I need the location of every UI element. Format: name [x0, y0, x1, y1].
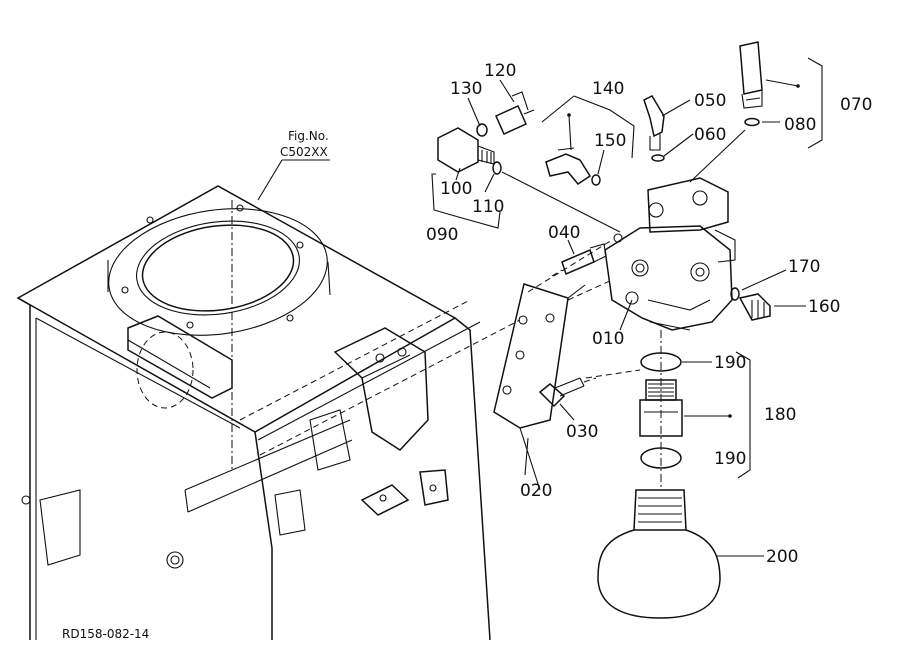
callout-190-upper: 190: [714, 353, 746, 373]
elbow-120: [495, 91, 535, 135]
fitting-160: [738, 293, 771, 321]
leader-lines: [257, 57, 823, 557]
valve-block: [604, 177, 736, 331]
callout-070: 070: [840, 95, 872, 115]
callout-190-lower: 190: [714, 449, 746, 469]
drawing-id: RD158-082-14: [62, 627, 149, 641]
callout-010: 010: [592, 329, 624, 349]
fitting-070: [739, 41, 763, 109]
callout-020: 020: [520, 481, 552, 501]
callout-030: 030: [566, 422, 598, 442]
fig-code: C502XX: [280, 145, 328, 159]
callout-050: 050: [694, 91, 726, 111]
fig-no-label: Fig.No.: [288, 129, 329, 143]
relief-valve-050: [643, 95, 665, 151]
callout-080: 080: [784, 115, 816, 135]
callout-130: 130: [450, 79, 482, 99]
o-ring-080: [744, 117, 760, 127]
bolt-030: [538, 377, 597, 408]
callout-170: 170: [788, 257, 820, 277]
callout-150: 150: [594, 131, 626, 151]
o-ring-170: [730, 287, 740, 301]
accumulator-200: [597, 489, 721, 619]
callout-060: 060: [694, 125, 726, 145]
elbow-150: [545, 147, 601, 186]
callout-180: 180: [764, 405, 796, 425]
callout-labels: Fig.No. C502XX RD158-082-14 010 020 030 …: [62, 61, 872, 641]
connector-100: [437, 127, 495, 173]
callout-160: 160: [808, 297, 840, 317]
callout-120: 120: [484, 61, 516, 81]
mounting-bracket: [493, 283, 586, 491]
callout-200: 200: [766, 547, 798, 567]
callout-140: 140: [592, 79, 624, 99]
callout-090: 090: [426, 225, 458, 245]
o-ring-110: [492, 161, 502, 175]
callout-040: 040: [548, 223, 580, 243]
o-ring-060: [651, 154, 665, 162]
callout-100: 100: [440, 179, 472, 199]
o-ring-130: [476, 123, 488, 137]
callout-110: 110: [472, 197, 504, 217]
hydraulic-tank: [16, 185, 521, 641]
